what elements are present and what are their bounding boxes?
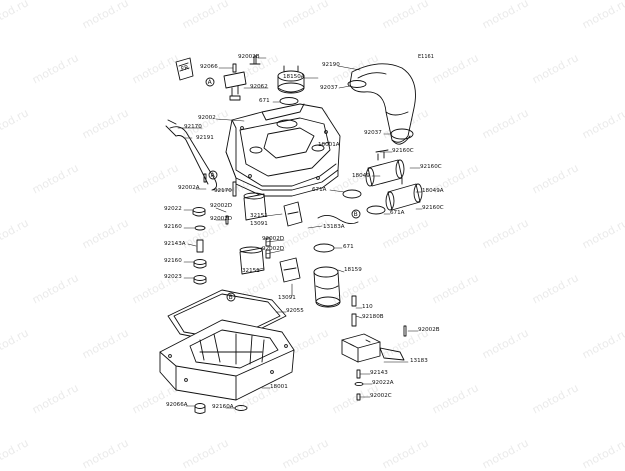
- label-92002: 92002: [198, 115, 216, 121]
- label-92055: 92055: [286, 308, 304, 314]
- label-92160C-c: 92160C: [422, 205, 444, 211]
- label-92002A: 92002A: [178, 185, 200, 191]
- label-671A-b: 671A: [390, 210, 405, 216]
- o-ring-671-top: [279, 97, 299, 105]
- label-18001: 18001: [270, 384, 288, 390]
- callout-a-mid: A: [210, 171, 215, 179]
- label-92022: 92022: [164, 206, 182, 212]
- label-92023: 92023: [164, 274, 182, 280]
- clip-13183A: [317, 215, 359, 225]
- label-92002D-b: 92002D: [210, 216, 233, 222]
- o-ring-671A-a: [342, 189, 362, 199]
- label-92170-top: 92170: [184, 124, 202, 130]
- tube-18159: [313, 266, 341, 308]
- leader-lines: [177, 57, 423, 409]
- cylinder-18049A: [385, 177, 423, 211]
- duct-92190: [349, 63, 416, 145]
- label-110: 110: [362, 304, 373, 310]
- label-92002D-a: 92002D: [210, 203, 233, 209]
- diagram-code: E1161: [418, 54, 434, 60]
- plug-92066A: [194, 403, 206, 409]
- o-ring-671-mid: [313, 243, 335, 253]
- bolt-92143: [356, 369, 361, 379]
- label-92160C-a: 92160C: [392, 148, 414, 154]
- label-92191: 92191: [196, 135, 214, 141]
- label-92143A: 92143A: [164, 241, 186, 247]
- label-671-mid: 671: [343, 244, 354, 250]
- o-ring-92037-top: [347, 80, 367, 88]
- label-18001A: 18001A: [318, 142, 340, 148]
- label-92022A: 92022A: [372, 380, 394, 386]
- label-18150A: 18150A: [283, 74, 305, 80]
- label-92143: 92143: [370, 370, 388, 376]
- callout-b-gasket: B: [228, 293, 233, 301]
- callout-circles: [205, 77, 361, 302]
- label-92037-top: 92037: [320, 85, 338, 91]
- washer-92022A: [354, 381, 364, 387]
- label-13091-bottom: 13091: [278, 295, 296, 301]
- label-32151-bottom: 32151: [242, 268, 260, 274]
- label-32151-top: 32151: [250, 213, 268, 219]
- label-92180B: 92180B: [362, 314, 384, 320]
- callout-b-right: B: [353, 210, 358, 218]
- label-18049: 18049: [352, 173, 370, 179]
- label-92160-b: 92160: [164, 258, 182, 264]
- label-92002D-c: 92002D: [262, 236, 285, 242]
- front-arrow-icon: [175, 57, 194, 81]
- label-92066A: 92066A: [166, 402, 188, 408]
- label-671-top: 671: [259, 98, 270, 104]
- cap-18150A: [277, 65, 305, 94]
- label-92002B-bottom: 92002B: [418, 327, 440, 333]
- cylinder-18049: [365, 149, 405, 187]
- lower-case-18001: [159, 319, 295, 401]
- label-92002B-top: 92002B: [238, 54, 260, 60]
- label-92002D-d: 92002D: [262, 246, 285, 252]
- bolt-110: [351, 295, 357, 307]
- o-ring-671A-b: [366, 205, 386, 215]
- label-13183: 13183: [410, 358, 428, 364]
- air-cleaner-cover: [225, 103, 341, 197]
- label-92190: 92190: [322, 62, 340, 68]
- clamp-92160A: [234, 405, 248, 411]
- label-92170-mid: 92170: [214, 188, 232, 194]
- block-13183: [341, 313, 405, 363]
- label-13183A: 13183A: [323, 224, 345, 230]
- label-92160-a: 92160: [164, 224, 182, 230]
- label-92160A: 92160A: [212, 404, 234, 410]
- bracket-13091-b: [279, 257, 301, 283]
- bracket-13091-a: [283, 201, 303, 227]
- valve-92062: [223, 55, 261, 101]
- cylinder-32151-b: [239, 246, 265, 275]
- label-671A-a: 671A: [312, 187, 327, 193]
- label-92037-mid: 92037: [364, 130, 382, 136]
- label-92066: 92066: [200, 64, 218, 70]
- bolt-92002B: [403, 325, 407, 337]
- bolt-92002C: [356, 393, 361, 401]
- label-18049A: 18049A: [422, 188, 444, 194]
- hose-92191: [165, 119, 217, 191]
- label-92002C: 92002C: [370, 393, 392, 399]
- callout-a-top: A: [207, 78, 212, 86]
- plug-92066A-body: [194, 405, 206, 414]
- label-13091-top: 13091: [250, 221, 268, 227]
- label-92160C-b: 92160C: [420, 164, 442, 170]
- label-18159: 18159: [344, 267, 362, 273]
- label-92062: 92062: [250, 84, 268, 90]
